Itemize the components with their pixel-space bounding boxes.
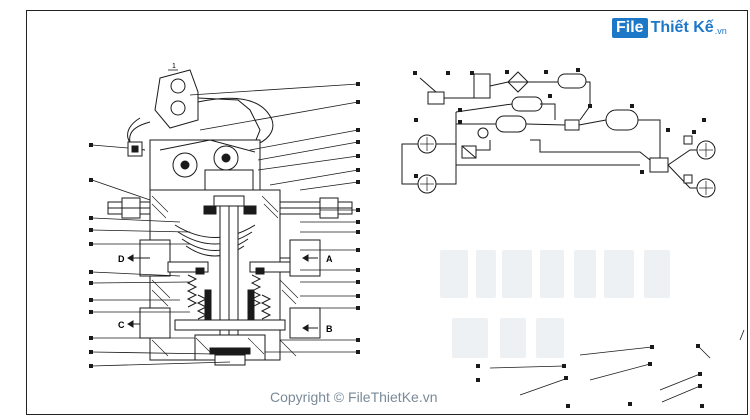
- pneumatic-circuit: [401, 71, 716, 198]
- logo-name: Thiết Kế: [650, 19, 714, 36]
- port-label-c: C: [118, 320, 125, 330]
- copyright-watermark: Copyright © FileThietKe.vn: [270, 389, 438, 405]
- circuit-leader-marks: [413, 68, 706, 178]
- port-label-b: B: [326, 324, 333, 334]
- valve-section-view: [107, 69, 353, 366]
- right-leader-lines: [189, 83, 359, 353]
- port-arrows: [127, 254, 318, 332]
- bottom-leader-lines: [489, 329, 745, 403]
- watermark-shapes: [440, 250, 670, 358]
- logo-icon: File: [612, 18, 648, 38]
- left-leader-lines: [91, 144, 231, 367]
- bottom-leader-marks: [476, 344, 704, 408]
- logo-suffix: .vn: [714, 26, 727, 36]
- left-leader-marks: [89, 143, 93, 368]
- site-logo[interactable]: File Thiết Kế .vn: [612, 14, 727, 42]
- port-label-d: D: [118, 254, 125, 264]
- port-label-a: A: [326, 254, 333, 264]
- right-leader-marks: [356, 82, 360, 354]
- top-mark-label: 1: [172, 63, 176, 70]
- drawing-frame: [26, 10, 748, 415]
